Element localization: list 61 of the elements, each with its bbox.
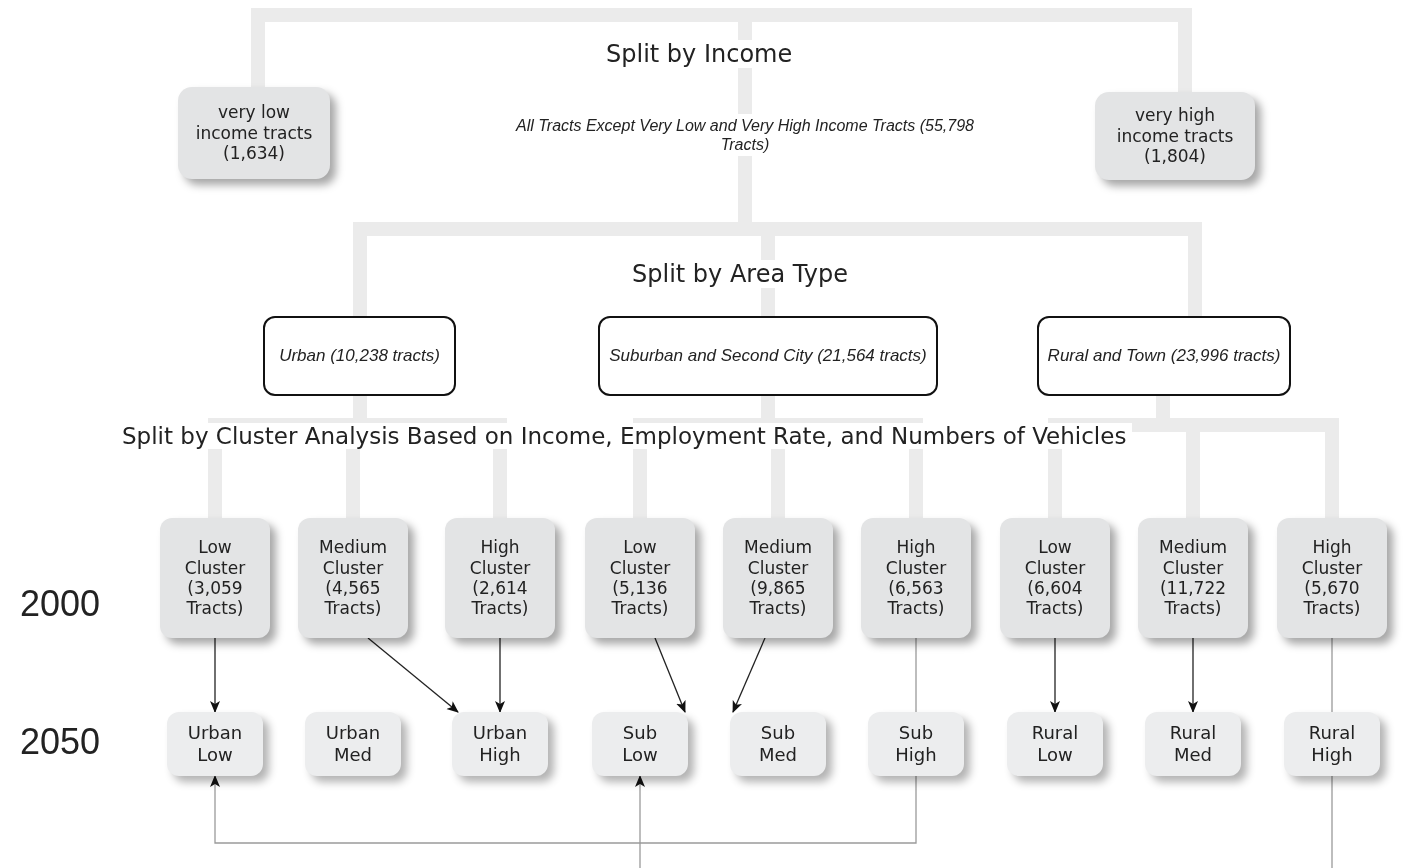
node-label: Urban High — [472, 722, 528, 766]
projection-box — [592, 712, 688, 776]
node-label: Sub Low — [621, 722, 659, 766]
projection-box — [868, 712, 964, 776]
connector-line — [915, 637, 917, 713]
node-label: Sub Med — [758, 722, 798, 766]
node-label: Urban Low — [187, 722, 243, 766]
node-label: Rural High — [1307, 722, 1357, 766]
projection-box — [452, 712, 548, 776]
node-label: High Cluster (5,670 Tracts) — [1300, 537, 1364, 619]
arrow — [654, 637, 686, 713]
arrow — [732, 637, 766, 713]
arrow — [367, 637, 459, 713]
projection-box — [1145, 712, 1241, 776]
arrow — [210, 637, 220, 713]
node-label: very low income tracts (1,634) — [194, 102, 314, 164]
cluster-box — [1138, 518, 1248, 638]
projection-box — [1007, 712, 1103, 776]
node-label: High Cluster (2,614 Tracts) — [468, 537, 532, 619]
income-group-box — [178, 87, 330, 179]
node-label: Medium Cluster (9,865 Tracts) — [743, 537, 813, 619]
cluster-box — [298, 518, 408, 638]
cluster-box — [861, 518, 971, 638]
arrow — [495, 637, 505, 713]
connector-line — [1331, 637, 1333, 713]
cluster-box — [723, 518, 833, 638]
cluster-box — [585, 518, 695, 638]
arrow — [1050, 637, 1060, 713]
area-type-box — [263, 316, 456, 396]
node-label: Rural Med — [1168, 722, 1218, 766]
arrow — [1188, 637, 1198, 713]
cluster-box — [1000, 518, 1110, 638]
projection-box — [1284, 712, 1380, 776]
cluster-box — [160, 518, 270, 638]
node-label: Rural Low — [1030, 722, 1080, 766]
node-label: Low Cluster (5,136 Tracts) — [608, 537, 672, 619]
year-label: 2000 — [19, 583, 102, 625]
node-label: Sub High — [894, 722, 938, 766]
income-group-box — [1095, 92, 1255, 180]
node-label: Low Cluster (6,604 Tracts) — [1023, 537, 1087, 619]
node-label: Medium Cluster (11,722 Tracts) — [1158, 537, 1228, 619]
node-label: Low Cluster (3,059 Tracts) — [183, 537, 247, 619]
node-label: Urban (10,238 tracts) — [279, 345, 440, 367]
projection-box — [730, 712, 826, 776]
node-label: Medium Cluster (4,565 Tracts) — [318, 537, 388, 619]
node-label: very high income tracts (1,804) — [1115, 105, 1235, 167]
node-label: All Tracts Except Very Low and Very High Income Tracts (55,798 Tracts) — [514, 115, 975, 155]
area-type-box — [1037, 316, 1291, 396]
cluster-box — [1277, 518, 1387, 638]
year-label: 2050 — [19, 721, 102, 763]
projection-box — [167, 712, 263, 776]
node-label: High Cluster (6,563 Tracts) — [884, 537, 948, 619]
node-label: Rural and Town (23,996 tracts) — [1047, 345, 1281, 367]
projection-box — [305, 712, 401, 776]
node-label: Urban Med — [325, 722, 381, 766]
cluster-box — [445, 518, 555, 638]
arrow — [635, 775, 645, 868]
node-label: Suburban and Second City (21,564 tracts) — [609, 345, 927, 367]
area-type-box — [598, 316, 938, 396]
connector-line — [1331, 775, 1333, 868]
arrow — [210, 775, 917, 844]
